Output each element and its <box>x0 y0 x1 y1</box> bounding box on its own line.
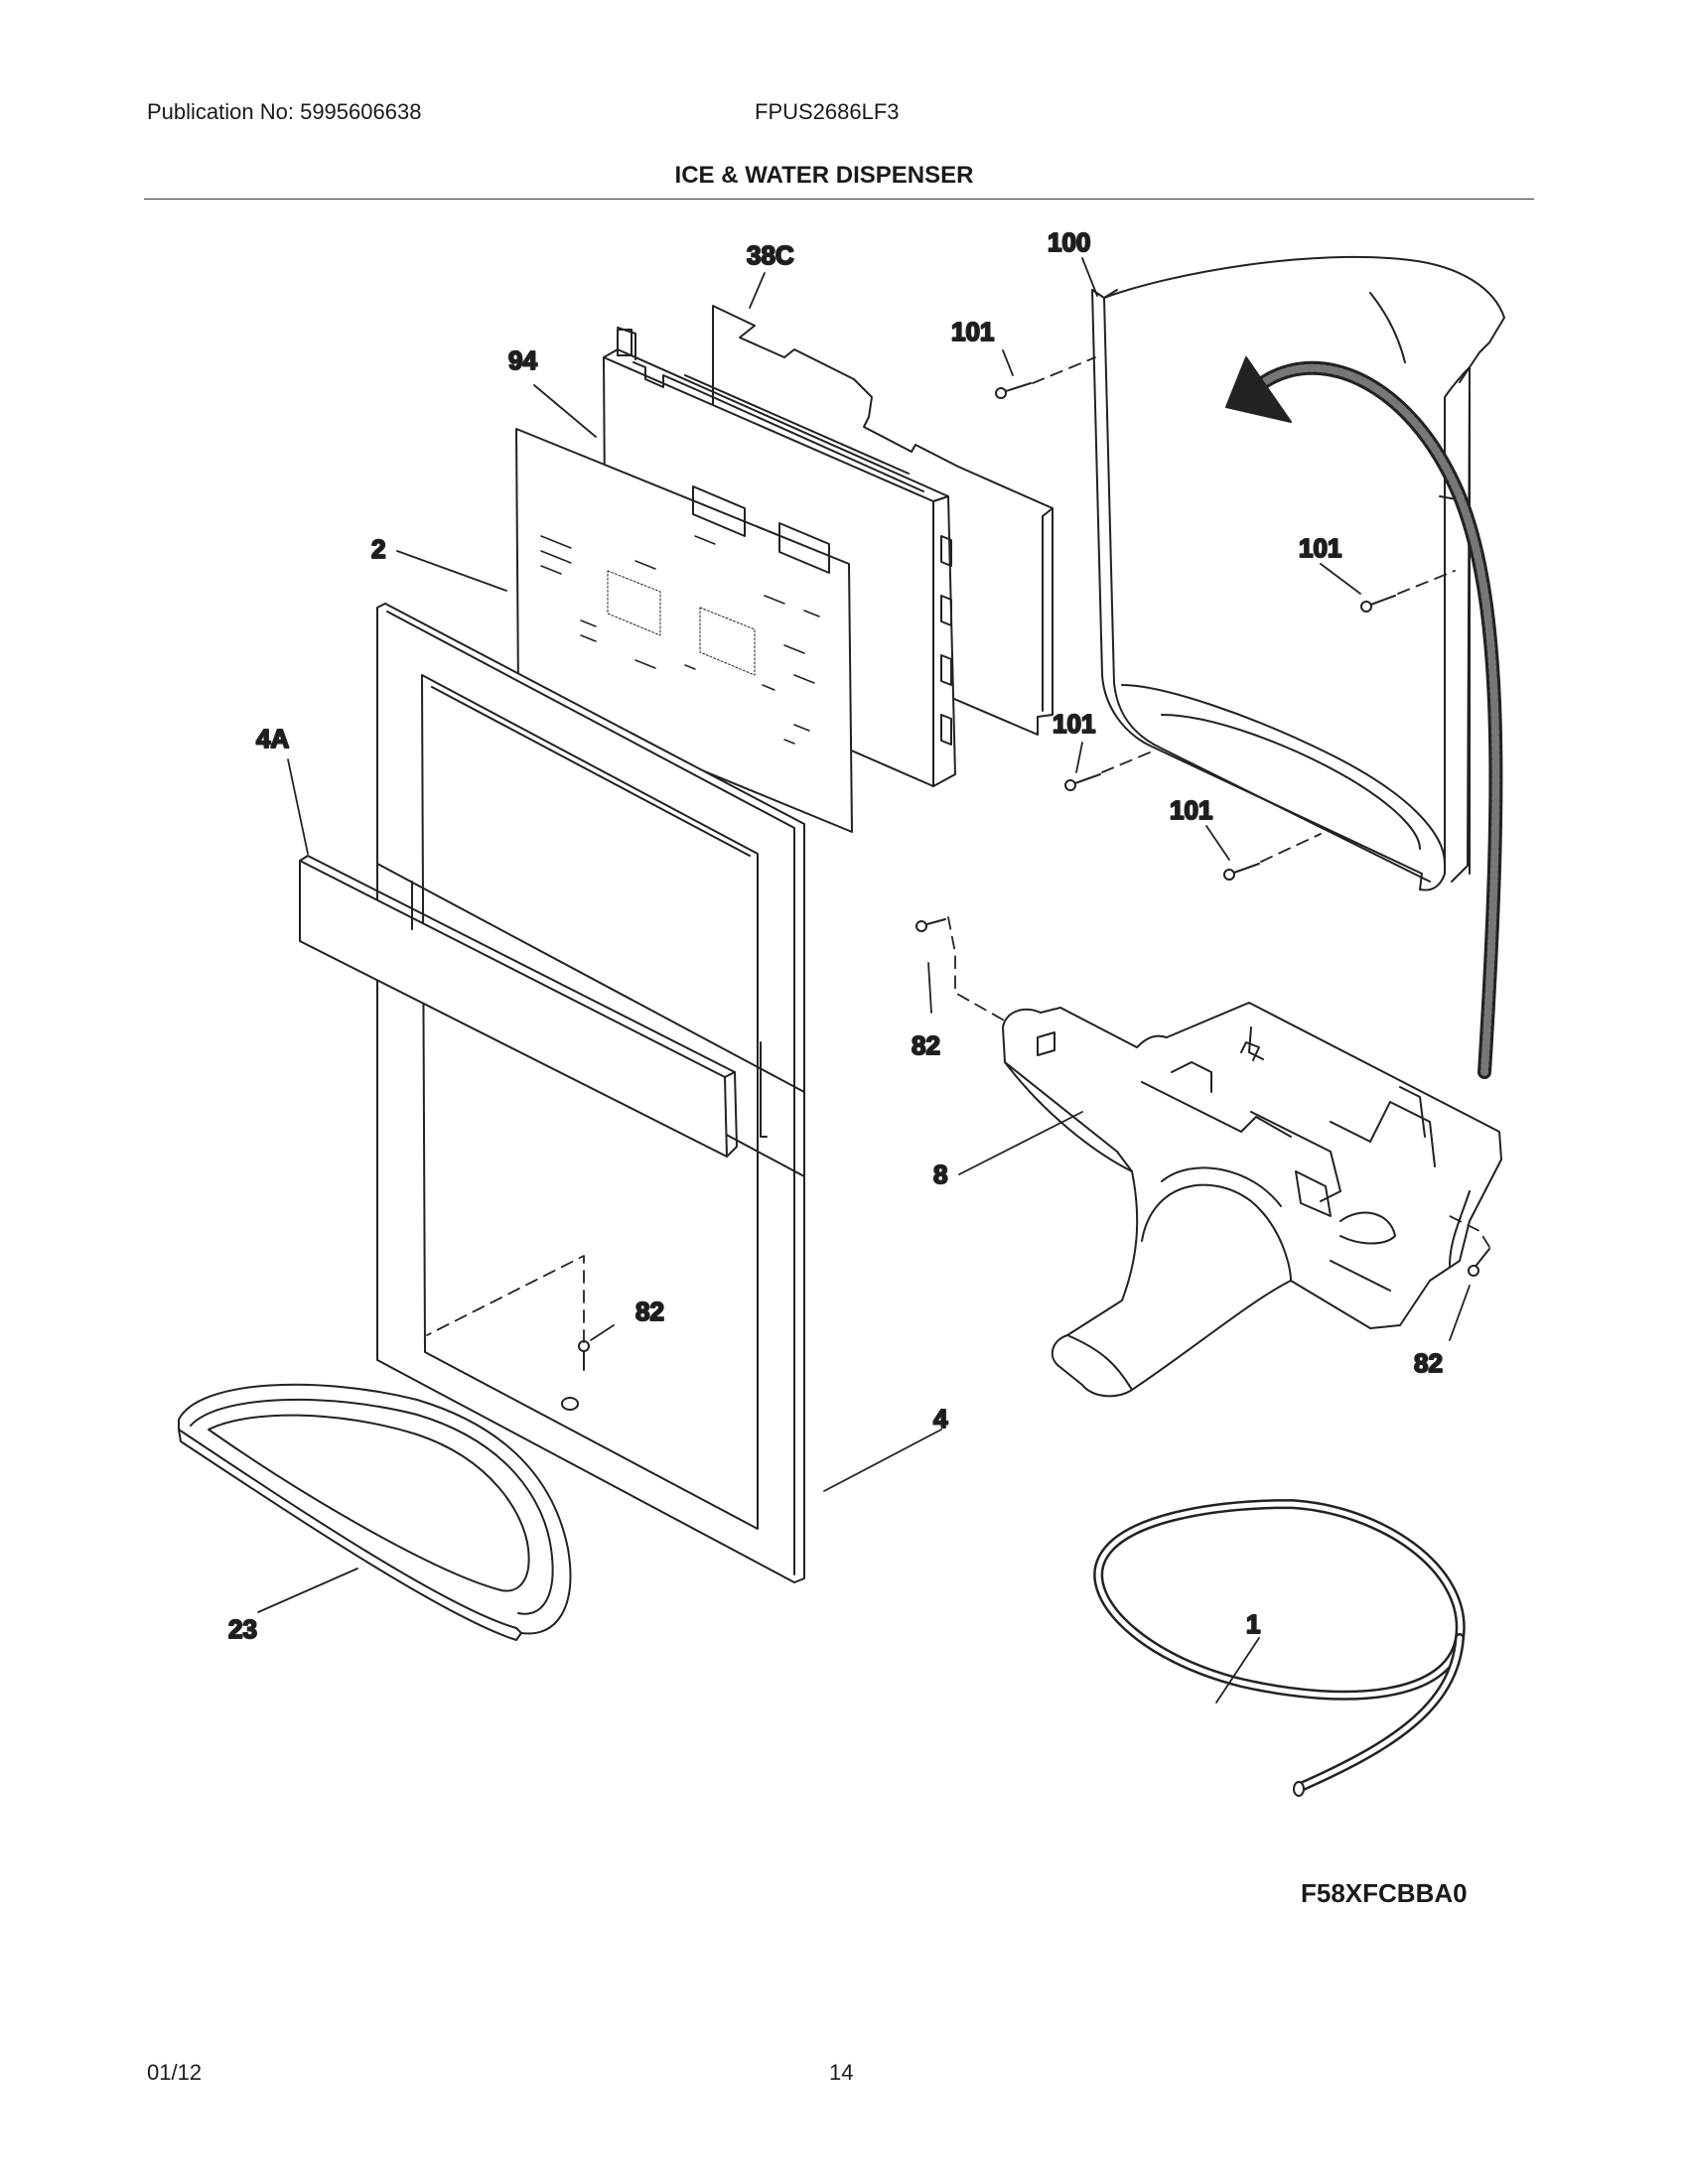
callout-94: 94 <box>508 345 537 375</box>
part-1-tubing <box>1093 1499 1466 1797</box>
callout-4a: 4A <box>256 724 289 753</box>
part-100-housing <box>1091 255 1505 891</box>
callout-2: 2 <box>371 534 385 564</box>
callout-101: 101 <box>1299 533 1341 563</box>
model-number: FPUS2686LF3 <box>755 99 900 124</box>
callout-82: 82 <box>912 1030 940 1060</box>
screw-101-a <box>995 382 1032 399</box>
publication-number: Publication No: 5995606638 <box>147 99 422 124</box>
callout-101: 101 <box>1170 795 1212 825</box>
page-number: 14 <box>829 2060 854 2085</box>
callout-82: 82 <box>635 1297 664 1326</box>
screws <box>561 382 1490 1411</box>
callout-23: 23 <box>228 1614 257 1644</box>
callout-38c: 38C <box>747 240 794 270</box>
callout-101: 101 <box>951 317 994 346</box>
screw-82-a <box>915 918 946 932</box>
part-4-frame <box>376 603 805 1583</box>
installation-arrow <box>1225 356 1503 1079</box>
callout-1: 1 <box>1246 1609 1260 1639</box>
screw-101-c <box>1064 773 1101 791</box>
part-2-overlay <box>515 428 853 833</box>
callout-4: 4 <box>933 1404 948 1433</box>
publication-date: 01/12 <box>147 2060 203 2085</box>
part-8-actuator-assembly <box>1002 1002 1502 1398</box>
figure-code: F58XFCBBA0 <box>1301 1878 1468 1908</box>
screw-101-b <box>1360 595 1396 613</box>
screw-101-d <box>1223 863 1260 881</box>
callout-8: 8 <box>933 1160 947 1189</box>
header-divider <box>144 199 1534 200</box>
screw-82-c <box>578 1340 590 1371</box>
leader-lines <box>257 257 1471 1704</box>
screw-82-b <box>1468 1248 1490 1277</box>
part-4a-trim-strip <box>299 855 738 1158</box>
assembly-dash-lines <box>426 356 1490 1343</box>
page-title: ICE & WATER DISPENSER <box>674 162 974 189</box>
callout-101: 101 <box>1053 709 1095 739</box>
callout-82: 82 <box>1414 1348 1443 1378</box>
callout-100: 100 <box>1048 227 1090 257</box>
screw-hole <box>561 1397 579 1411</box>
part-23-drip-tray <box>178 1383 572 1641</box>
